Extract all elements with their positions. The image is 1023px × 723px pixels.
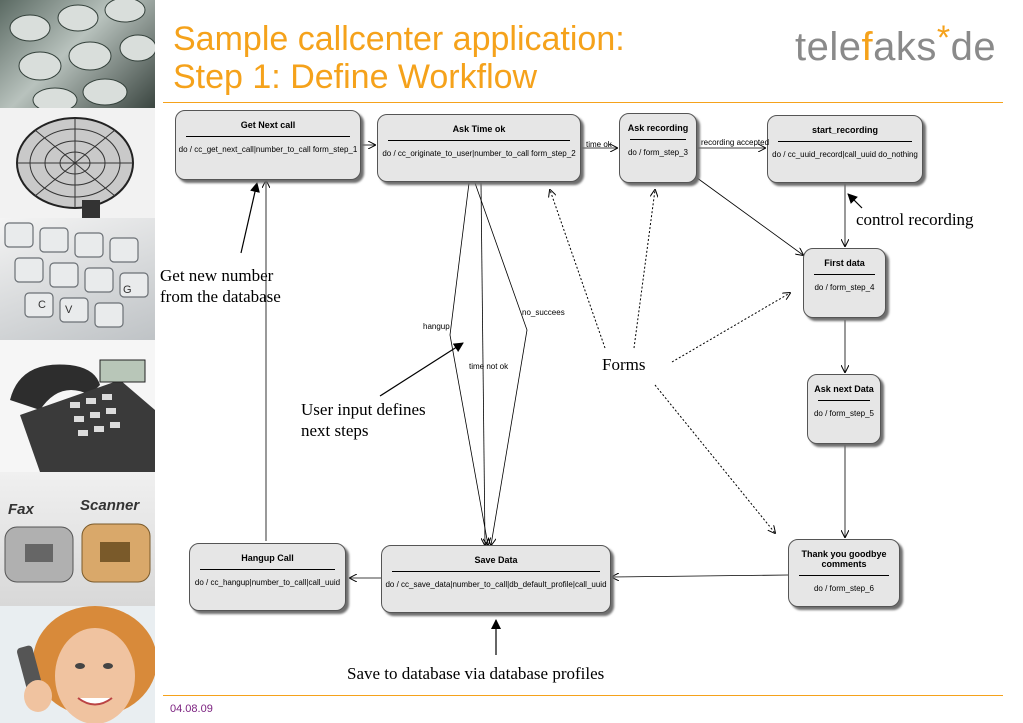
pointer-get-new-number bbox=[240, 182, 260, 254]
forms-pointer-ask-recording bbox=[633, 190, 655, 349]
slide-title-line-2: Step 1: Define Workflow bbox=[173, 58, 538, 96]
photo-sidebar: V C G Fax Scanner bbox=[0, 0, 155, 723]
node-action: do / form_step_5 bbox=[813, 409, 875, 418]
fax-scanner-photo: Fax Scanner bbox=[0, 472, 155, 606]
node-hangup-call: Hangup Call do / cc_hangup|number_to_cal… bbox=[189, 543, 346, 611]
node-action: do / cc_hangup|number_to_call|call_uuid bbox=[194, 578, 341, 587]
edge-label-time-ok: time ok bbox=[586, 140, 612, 149]
header-divider bbox=[163, 102, 1003, 103]
edge-label-no-success: no_succees bbox=[522, 308, 565, 317]
node-title: Hangup Call bbox=[241, 553, 294, 563]
satellite-dish-photo bbox=[0, 108, 155, 218]
fax-label: Fax bbox=[8, 501, 35, 518]
node-ask-time-ok: Ask Time ok do / cc_originate_to_user|nu… bbox=[377, 114, 581, 182]
slide-title-line-1: Sample callcenter application: bbox=[173, 20, 625, 58]
node-title: Thank you goodbye comments bbox=[801, 549, 887, 569]
telefaks-logo: telefaks*de bbox=[795, 19, 997, 69]
node-title: Save Data bbox=[474, 555, 518, 565]
node-get-next-call: Get Next call do / cc_get_next_call|numb… bbox=[175, 110, 361, 180]
node-action: do / form_step_3 bbox=[627, 148, 689, 157]
annotation-control-recording: control recording bbox=[856, 210, 974, 229]
svg-text:V: V bbox=[65, 304, 73, 316]
node-action: do / form_step_6 bbox=[813, 584, 875, 593]
node-action: do / form_step_4 bbox=[814, 283, 875, 292]
footer-date: 04.08.09 bbox=[170, 703, 213, 715]
node-thank-you: Thank you goodbye comments do / form_ste… bbox=[788, 539, 900, 607]
node-action: do / cc_get_next_call|number_to_call for… bbox=[178, 145, 358, 154]
edge-label-hangup: hangup bbox=[423, 322, 450, 331]
edge-no-success-branch bbox=[474, 182, 528, 545]
keyboard-photo: V C G bbox=[0, 218, 155, 340]
node-title: Ask recording bbox=[627, 123, 689, 133]
desk-phone-photo bbox=[0, 340, 155, 472]
edge-thank-you-to-save bbox=[612, 575, 789, 577]
node-title: Ask next Data bbox=[814, 384, 874, 394]
annotation-forms: Forms bbox=[602, 355, 646, 374]
forms-pointer-ask-time bbox=[550, 190, 606, 349]
svg-text:C: C bbox=[38, 299, 46, 311]
slide-title: Sample callcenter application: Step 1: D… bbox=[173, 20, 625, 96]
node-title: First data bbox=[824, 258, 865, 268]
node-action: do / cc_uuid_record|call_uuid do_nothing bbox=[772, 150, 918, 159]
edge-hangup-branch bbox=[449, 182, 488, 545]
pointer-user-input bbox=[379, 342, 464, 397]
node-save-data: Save Data do / cc_save_data|number_to_ca… bbox=[381, 545, 611, 613]
edge-time-not-ok-branch bbox=[480, 182, 485, 545]
footer-divider bbox=[163, 695, 1003, 696]
edge-label-recording-accepted: recording accepted bbox=[701, 138, 770, 147]
edge-ask-recording-to-first-data bbox=[692, 174, 803, 255]
forms-pointer-thank-you bbox=[654, 384, 775, 533]
phone-keypad-photo bbox=[0, 0, 155, 108]
svg-text:G: G bbox=[123, 284, 132, 296]
woman-on-phone-photo bbox=[0, 606, 155, 723]
node-title: start_recording bbox=[811, 125, 879, 135]
node-ask-recording: Ask recording do / form_step_3 bbox=[619, 113, 697, 183]
forms-pointer-first-data bbox=[671, 293, 790, 363]
node-first-data: First data do / form_step_4 bbox=[803, 248, 886, 318]
node-title: Ask Time ok bbox=[452, 124, 506, 134]
edge-label-time-not-ok: time not ok bbox=[469, 362, 509, 371]
node-ask-next-data: Ask next Data do / form_step_5 bbox=[807, 374, 881, 444]
scanner-label: Scanner bbox=[80, 497, 140, 514]
node-title: Get Next call bbox=[240, 120, 296, 130]
node-action: do / cc_originate_to_user|number_to_call… bbox=[382, 149, 576, 158]
annotation-save-db: Save to database via database profiles bbox=[347, 664, 605, 683]
node-action: do / cc_save_data|number_to_call|db_defa… bbox=[385, 580, 607, 589]
pointer-control-recording bbox=[847, 193, 863, 209]
node-start-recording: start_recording do / cc_uuid_record|call… bbox=[767, 115, 923, 183]
